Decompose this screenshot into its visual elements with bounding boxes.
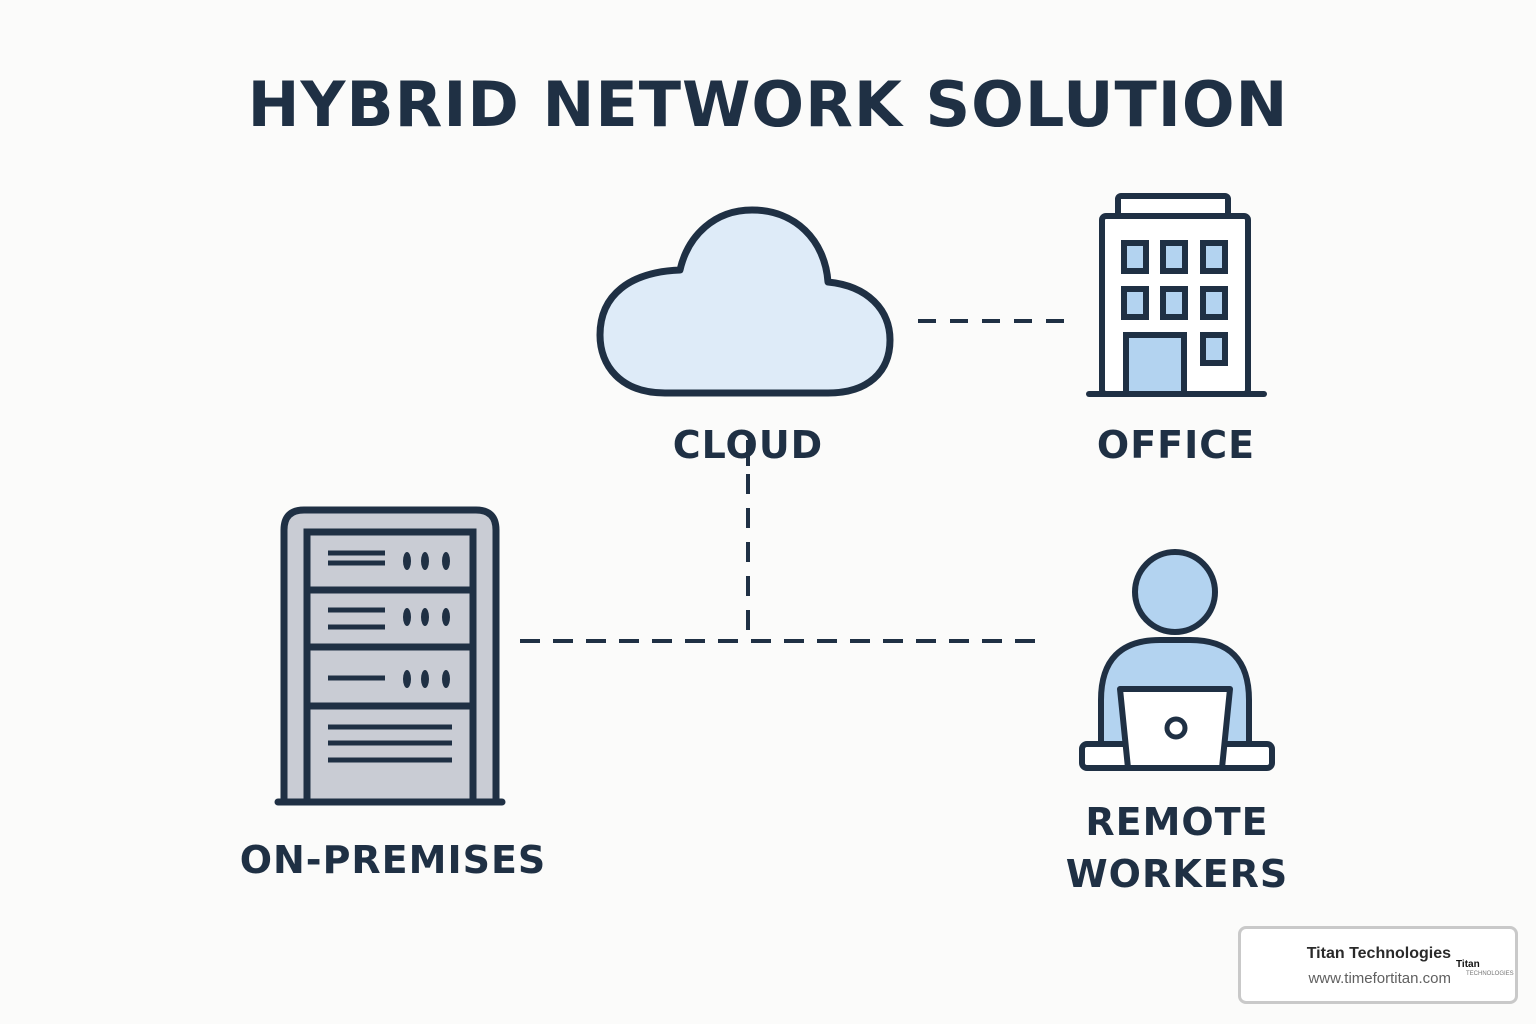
on-premises-label: ON-PREMISES [239, 838, 547, 882]
watermark-card: Titan Technologies www.timefortitan.com … [1238, 926, 1518, 1004]
remote-workers-label-line2: WORKERS [1065, 852, 1289, 896]
office-label: OFFICE [1096, 423, 1256, 467]
diagram-title: HYBRID NETWORK SOLUTION [247, 68, 1289, 141]
watermark-company: Titan Technologies [1306, 945, 1451, 962]
office-building-icon [1086, 193, 1267, 397]
titan-logo: Titan TECHNOLOGIES [1456, 959, 1516, 981]
cloud-icon [596, 206, 894, 397]
server-rack-icon [274, 506, 506, 806]
remote-workers-label-line1: REMOTE [1085, 800, 1269, 844]
titan-logo-main: Titan [1456, 959, 1480, 970]
remote-worker-laptop-icon [1079, 549, 1275, 771]
connectors [520, 319, 1070, 643]
watermark-url: www.timefortitan.com [1308, 970, 1451, 987]
titan-logo-sub: TECHNOLOGIES [1466, 971, 1514, 977]
